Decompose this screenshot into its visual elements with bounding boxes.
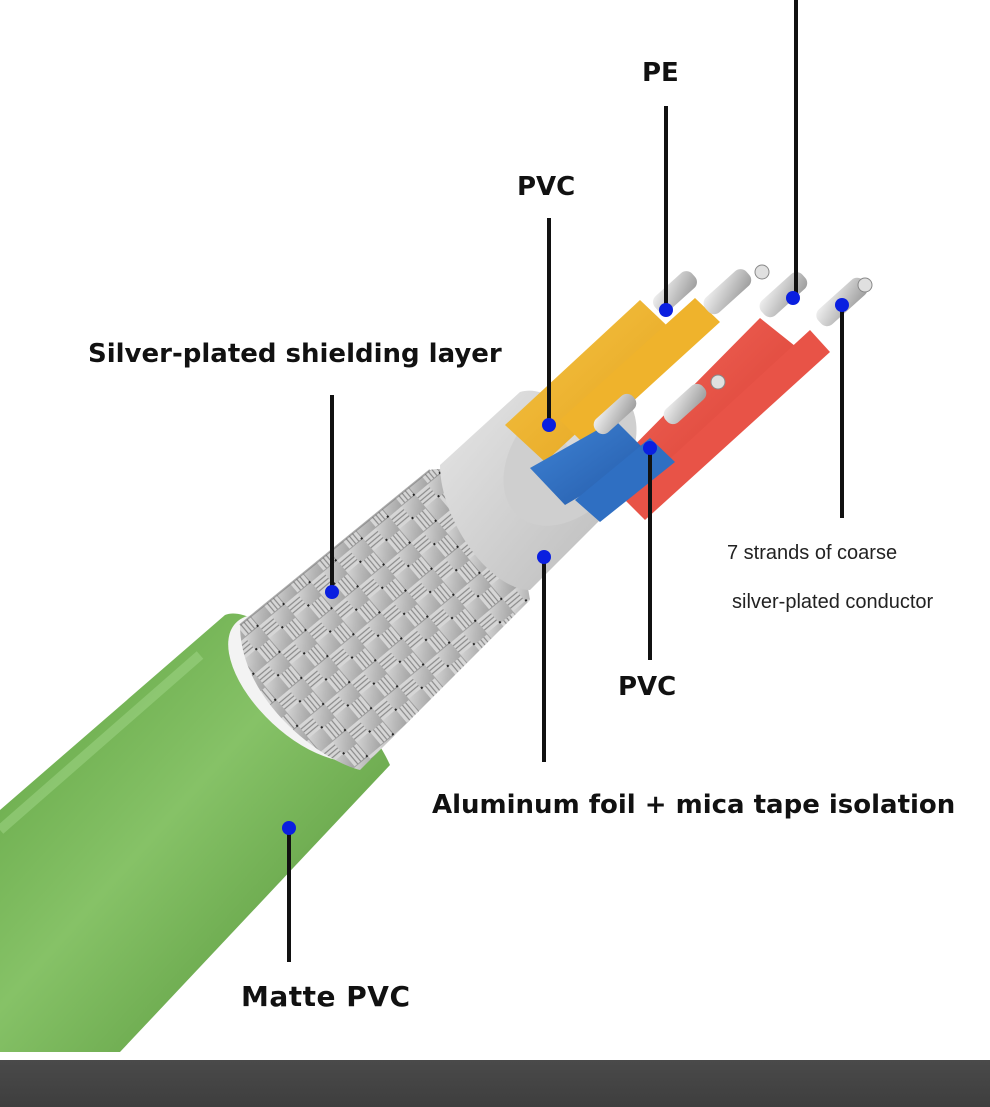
leader-lines [287, 0, 844, 962]
bottom-bar [0, 1060, 990, 1107]
label-pvc-top: PVC [517, 172, 576, 202]
label-pvc-bottom: PVC [618, 672, 677, 702]
insulated-wires [505, 264, 873, 522]
marker-dots [282, 291, 849, 835]
label-silver-shield: Silver-plated shielding layer [88, 339, 502, 369]
braided-shield [239, 469, 530, 770]
marker-dot-pe [659, 303, 673, 317]
label-pe: PE [642, 58, 679, 88]
label-aluminum-mica: Aluminum foil + mica tape isolation [432, 790, 956, 820]
marker-dot-matte-pvc [282, 821, 296, 835]
marker-dot-aluminum [537, 550, 551, 564]
marker-dot-pvc-top [542, 418, 556, 432]
label-conductor-line2: silver-plated conductor [732, 591, 934, 613]
marker-dot-silver-shield [325, 585, 339, 599]
label-matte-pvc: Matte PVC [241, 980, 411, 1013]
marker-dot-top-conductor [786, 291, 800, 305]
conductor-strand-ends [593, 264, 873, 435]
marker-dot-conductor [835, 298, 849, 312]
label-conductor-line1: 7 strands of coarse [727, 542, 898, 564]
marker-dot-pvc-bottom [643, 441, 657, 455]
